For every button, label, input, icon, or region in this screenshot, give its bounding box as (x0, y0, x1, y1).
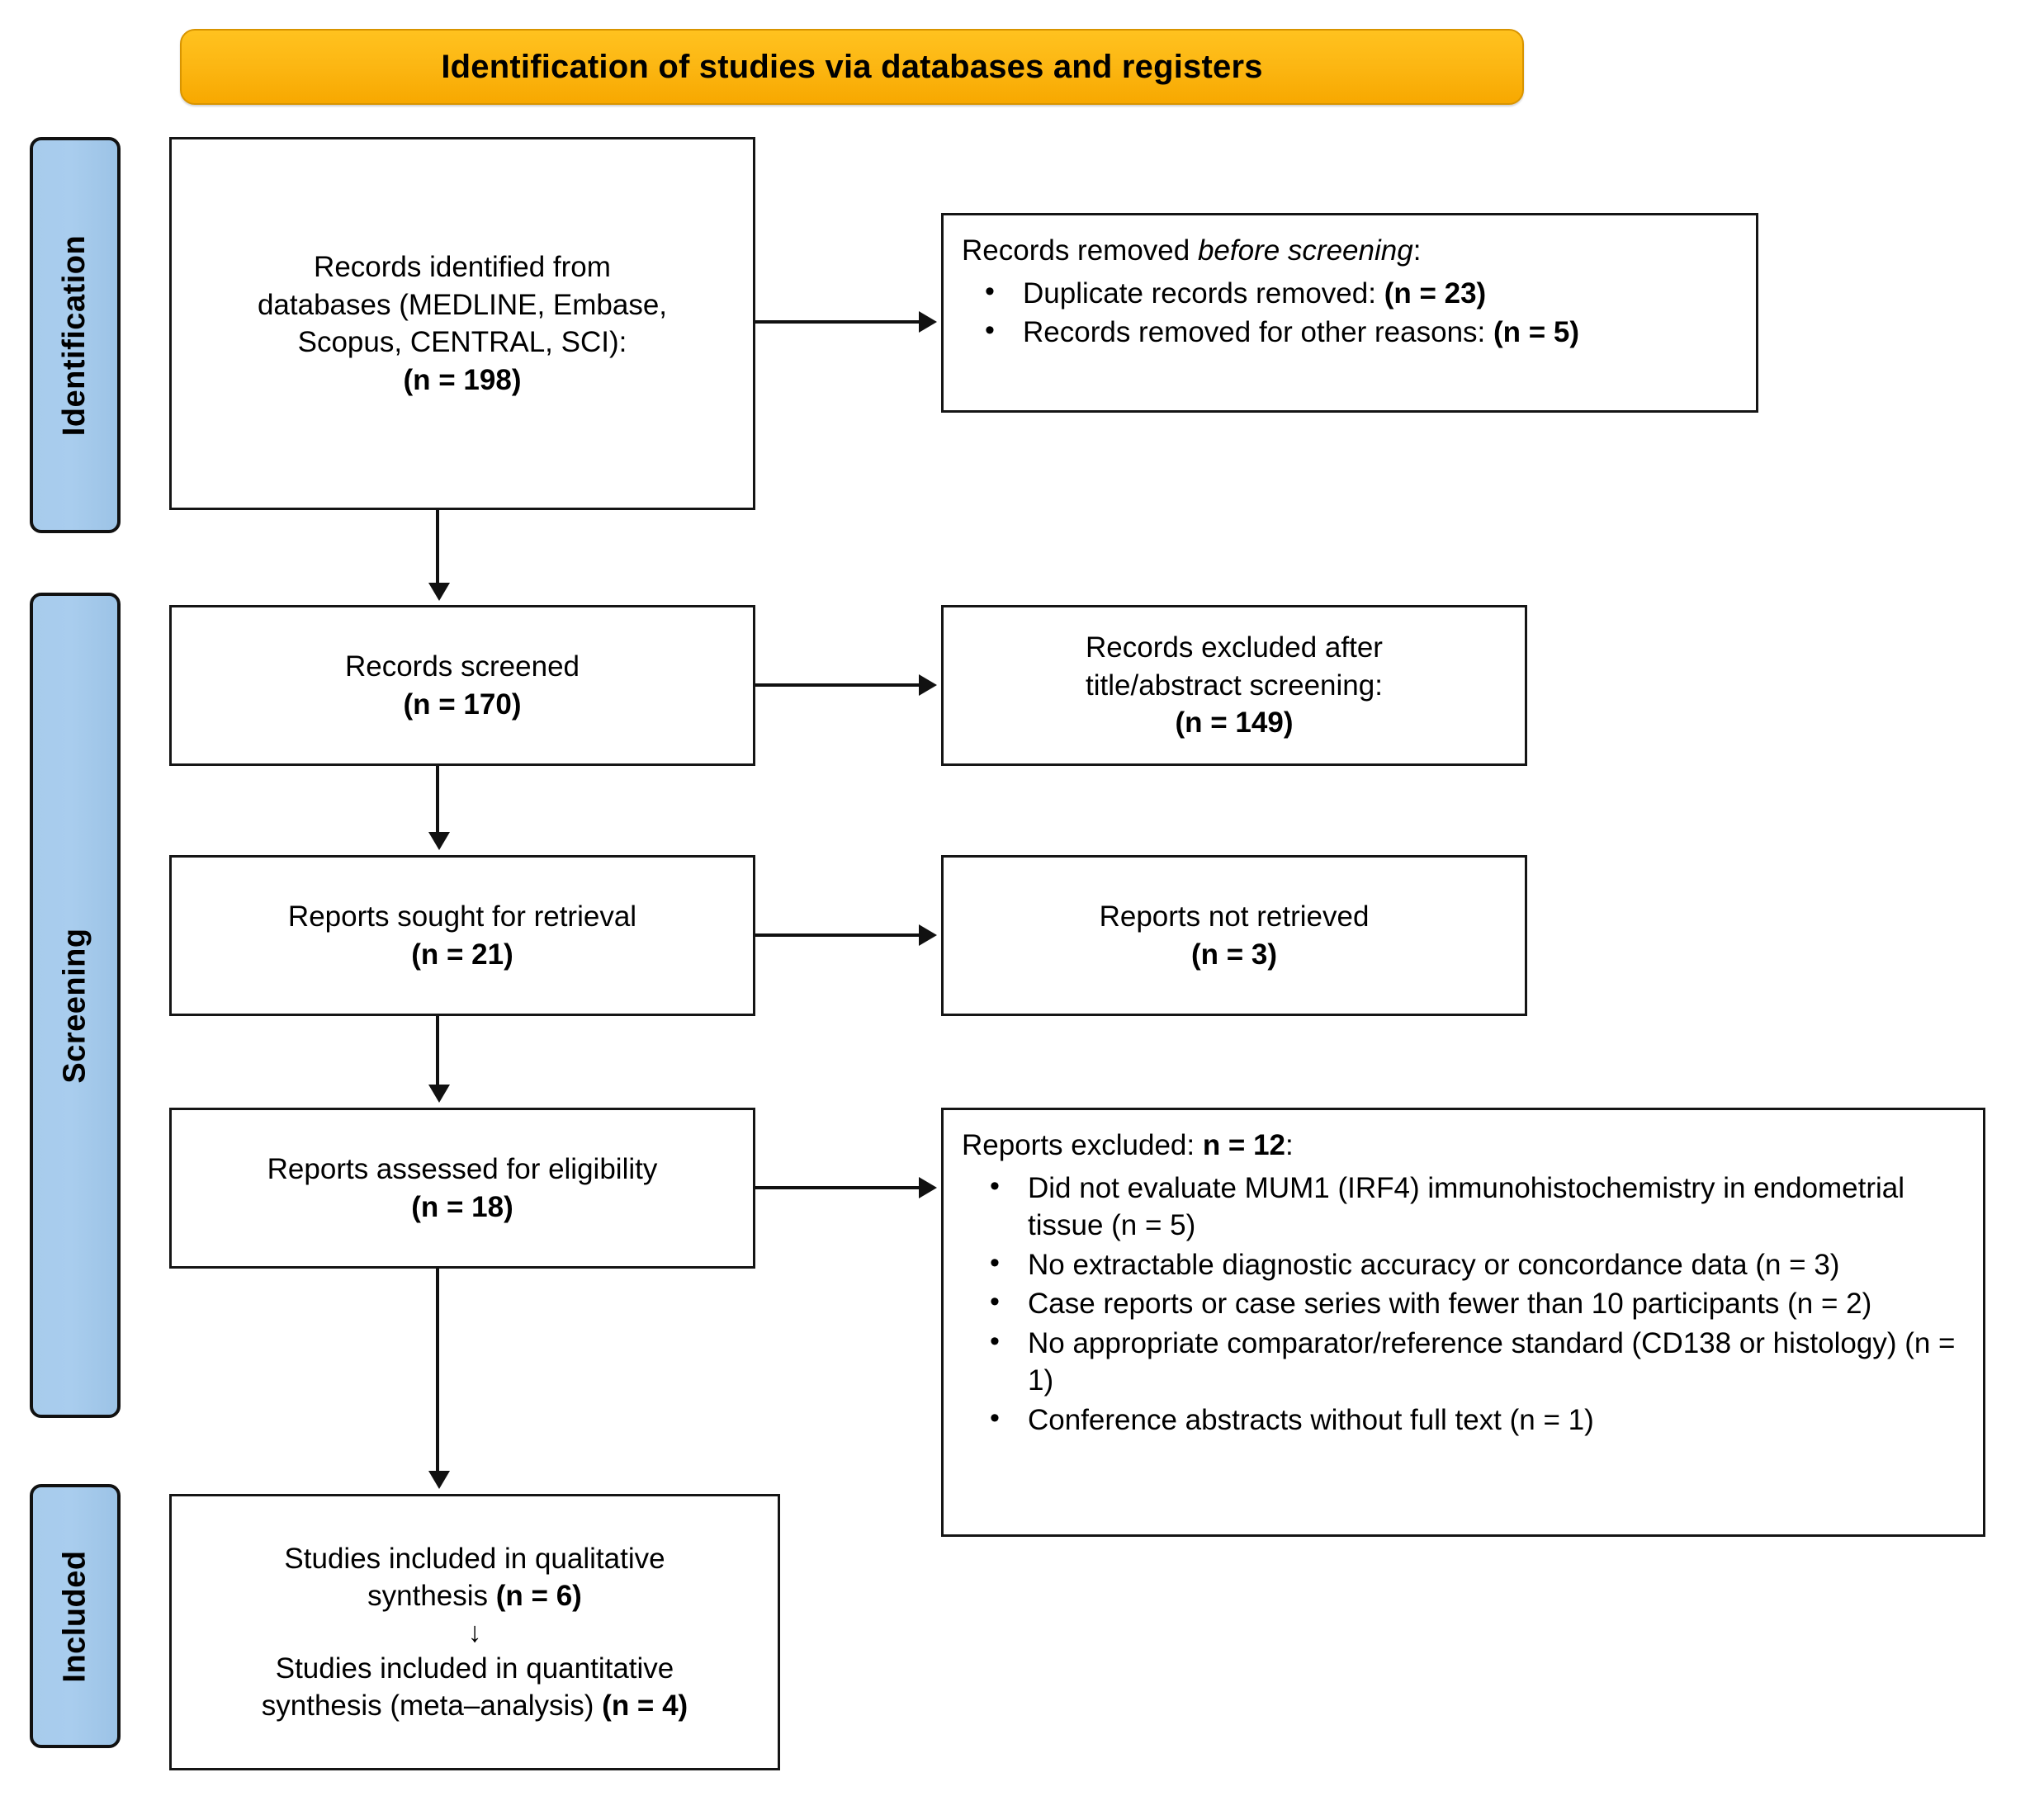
records-removed-heading: Records removed before screening: (962, 232, 1738, 270)
records-identified-line1: Records identified from (314, 251, 611, 283)
arrowhead-sought-to-assessed-icon (428, 1085, 450, 1103)
quantitative-line2-wrap: synthesis (meta–analysis) (n = 4) (262, 1687, 688, 1725)
quantitative-count: (n = 4) (602, 1690, 688, 1722)
list-item: Records removed for other reasons: (n = … (962, 312, 1738, 352)
arrowhead-screened-to-excluded-icon (919, 674, 937, 696)
bullet-text: No appropriate comparator/reference stan… (1028, 1326, 1956, 1397)
arrowhead-assessed-to-included-icon (428, 1471, 450, 1489)
reports-sought-count: (n = 21) (411, 938, 513, 971)
box-records-screened: Records screened (n = 170) (169, 605, 755, 766)
sidebar-label-included: Included (57, 1549, 92, 1683)
reports-excluded-heading-tail: : (1285, 1129, 1294, 1161)
connector-screened-to-excluded (755, 683, 920, 687)
quantitative-line2: synthesis (meta–analysis) (261, 1690, 603, 1722)
bullet-text: Case reports or case series with fewer t… (1028, 1288, 1872, 1320)
sidebar-label-identification: Identification (57, 234, 92, 436)
records-screened-count: (n = 170) (403, 688, 522, 721)
box-studies-included: Studies included in qualitative synthesi… (169, 1494, 780, 1770)
sidebar-item-identification: Identification (30, 137, 121, 533)
list-item: No appropriate comparator/reference stan… (962, 1323, 1965, 1400)
connector-identified-to-removed (755, 320, 920, 324)
arrowhead-screened-to-sought-icon (428, 832, 450, 850)
down-arrow-icon: ↓ (467, 1616, 482, 1648)
sidebar-item-screening: Screening (30, 593, 121, 1418)
connector-identified-to-screened (436, 510, 439, 583)
box-records-removed-before-screening: Records removed before screening: Duplic… (941, 213, 1758, 413)
qualitative-line1: Studies included in qualitative (284, 1542, 665, 1575)
list-item: No extractable diagnostic accuracy or co… (962, 1245, 1965, 1284)
quantitative-line1: Studies included in quantitative (275, 1652, 674, 1685)
qualitative-line2: synthesis (367, 1580, 496, 1612)
records-removed-heading-plain: Records removed (962, 234, 1198, 267)
banner-identification: Identification of studies via databases … (180, 29, 1524, 105)
records-excluded-line1: Records excluded after (1086, 631, 1383, 664)
reports-not-retrieved-count: (n = 3) (1190, 938, 1278, 971)
reports-assessed-line1: Reports assessed for eligibility (267, 1153, 658, 1185)
bullet-count: (n = 23) (1384, 276, 1487, 310)
box-records-excluded-title-abstract: Records excluded after title/abstract sc… (941, 605, 1527, 766)
connector-assessed-to-included (436, 1269, 439, 1471)
arrowhead-assessed-to-reports-excluded-icon (919, 1177, 937, 1198)
bullet-text: Conference abstracts without full text (… (1028, 1403, 1594, 1436)
banner-title: Identification of studies via databases … (441, 48, 1263, 85)
records-screened-line1: Records screened (344, 650, 580, 683)
list-item: Case reports or case series with fewer t… (962, 1283, 1965, 1323)
records-excluded-count: (n = 149) (1175, 707, 1294, 740)
bullet-text: No extractable diagnostic accuracy or co… (1028, 1248, 1840, 1281)
arrowhead-identified-to-screened-icon (428, 583, 450, 601)
bullet-text: Records removed for other reasons: (1023, 316, 1493, 348)
reports-not-retrieved-line1: Reports not retrieved (1099, 900, 1370, 933)
reports-excluded-heading-plain: Reports excluded: (962, 1129, 1203, 1161)
box-reports-excluded: Reports excluded: n = 12: Did not evalua… (941, 1108, 1985, 1537)
arrowhead-identified-to-removed-icon (919, 311, 937, 333)
box-reports-not-retrieved: Reports not retrieved (n = 3) (941, 855, 1527, 1016)
reports-sought-line1: Reports sought for retrieval (287, 900, 637, 933)
reports-excluded-heading: Reports excluded: n = 12: (962, 1127, 1965, 1165)
records-removed-heading-tail: : (1412, 234, 1422, 267)
connector-screened-to-sought (436, 766, 439, 832)
sidebar-item-included: Included (30, 1484, 121, 1748)
bullet-text: Did not evaluate MUM1 (IRF4) immunohisto… (1028, 1171, 1905, 1242)
records-excluded-line2: title/abstract screening: (1086, 669, 1383, 702)
arrowhead-sought-to-not-retrieved-icon (919, 924, 937, 946)
bullet-text: Duplicate records removed: (1023, 276, 1384, 310)
qualitative-line2-wrap: synthesis (n = 6) (262, 1577, 688, 1615)
reports-excluded-bullet-list: Did not evaluate MUM1 (IRF4) immunohisto… (962, 1168, 1965, 1439)
records-identified-count: (n = 198) (403, 363, 522, 396)
list-item: Duplicate records removed: (n = 23) (962, 273, 1738, 313)
connector-assessed-to-reports-excluded (755, 1186, 920, 1189)
reports-excluded-heading-bold: n = 12 (1202, 1129, 1286, 1161)
box-records-identified: Records identified from databases (MEDLI… (169, 137, 755, 510)
records-removed-bullet-list: Duplicate records removed: (n = 23) Reco… (962, 273, 1738, 352)
bullet-count: (n = 5) (1493, 316, 1580, 348)
reports-assessed-count: (n = 18) (411, 1190, 513, 1223)
box-reports-assessed: Reports assessed for eligibility (n = 18… (169, 1108, 755, 1269)
box-reports-sought: Reports sought for retrieval (n = 21) (169, 855, 755, 1016)
records-identified-line3: Scopus, CENTRAL, SCI): (297, 326, 627, 358)
connector-sought-to-not-retrieved (755, 933, 920, 937)
list-item: Did not evaluate MUM1 (IRF4) immunohisto… (962, 1168, 1965, 1245)
list-item: Conference abstracts without full text (… (962, 1400, 1965, 1439)
records-removed-heading-italic: before screening (1197, 234, 1413, 267)
connector-sought-to-assessed (436, 1016, 439, 1085)
records-identified-line2: databases (MEDLINE, Embase, (257, 288, 668, 321)
qualitative-count: (n = 6) (495, 1580, 582, 1612)
sidebar-label-screening: Screening (57, 927, 92, 1084)
